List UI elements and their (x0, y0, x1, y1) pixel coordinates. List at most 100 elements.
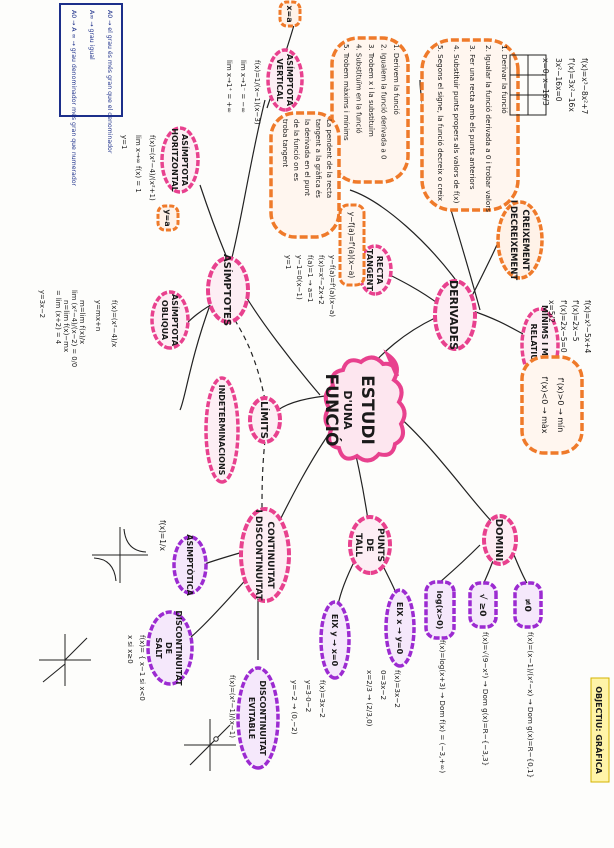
branch-limits-label: LÍMITS (258, 401, 271, 439)
node-indeterminacions[interactable]: INDETERMINACIONS (206, 378, 238, 482)
formula-line: f'(x)=2x−5 (571, 300, 580, 342)
node-ao-1: ASÍMPTOTA (170, 294, 181, 347)
branch-continuitat-label-2: I DISCONTINUITAT (253, 509, 263, 601)
branch-domini[interactable]: DOMINI (484, 516, 516, 564)
branch-punts-tall-1: PUNTS (375, 528, 385, 562)
formula-line: y=−2 → (0,−2) (290, 680, 299, 735)
branch-punts-tall-3: TALL (353, 533, 363, 557)
max-min-line-2: f'(x)<0 → màx (540, 376, 549, 433)
node-eix-x[interactable]: EIX x → y=0 (386, 590, 414, 666)
formula-line: f(x)=1/(x−1)(x−3) (253, 60, 261, 125)
formula-line: f(x)=(x²−4)/(x²+1) (148, 135, 156, 201)
formula-line: f'(x)=3x²−16x (567, 58, 576, 112)
node-dom-sqrt-label: √ ≥0 (477, 594, 488, 617)
formula-line: f(x)= { x−1 si x<0 (138, 635, 146, 701)
blue-box-line: A0 → A ∞ → grau denominador més gran que… (70, 10, 78, 187)
tangent-text-line: troba tangent (281, 119, 289, 167)
branch-punts-tall-2: DE (364, 538, 374, 552)
formula-line: y=1 (120, 135, 128, 149)
node-indet-label: INDETERMINACIONS (217, 385, 226, 476)
formula-line: f(x)=(x²−4)/x (110, 300, 118, 347)
note-max-min: f'(x)>0 → mín f'(x)<0 → màx (522, 357, 582, 453)
formula-line: y−1=0(x−1) (295, 255, 303, 300)
formula-line: lim x→∞ f(x) = 1 (134, 135, 142, 193)
node-asimptota-horitzontal[interactable]: ASÍMPTOTA HORITZONTAL (162, 128, 198, 192)
note-creix-steps: 1. Derivar la funció 2. Igualar la funció… (422, 40, 518, 212)
node-salt-1: DISCONTINUITAT (174, 610, 183, 686)
formula-line: m=lim f(x)/x (78, 300, 86, 344)
node-discontinuitat-salt[interactable]: DISCONTINUITAT DE SALT (148, 610, 192, 686)
formula-line: 3x²−16x=0 (554, 58, 563, 102)
node-ah-2: HORITZONTAL (170, 128, 179, 192)
node-creixement-2: I DECREIXEMENT (508, 200, 518, 280)
node-x-eq-a[interactable]: x=a (280, 2, 300, 26)
min-steps-line: 5. Trobem màxims i mínims (342, 44, 350, 141)
formula-line: f(a)=1 → a=1 (306, 255, 314, 302)
formula-line: f(x)=x²−2x+2 (317, 255, 325, 305)
node-salt-2: DE (164, 642, 173, 654)
node-asimptota-vertical[interactable]: ASÍMPTOTA VERTICAL (268, 50, 302, 110)
formula-line: f'(x)=2x−5=0 (559, 300, 568, 353)
node-evitable-1: DISCONTINUITAT (258, 680, 267, 756)
node-evitable-2: EVITABLE (247, 697, 256, 739)
max-min-line-1: f'(x)>0 → mín (556, 378, 565, 433)
formula-line: f(x)=log(x+3) → Dom f(x) = (−3,+∞) (438, 640, 447, 773)
formula-line: y=mx+n (94, 300, 102, 331)
blue-box-lines: A0 → el grau és més gran que el denomina… (70, 10, 114, 187)
node-creixement-1: CREIXEMENT (520, 209, 530, 270)
branch-limits[interactable]: LÍMITS (250, 398, 280, 442)
note-tangent-formula: y−f(a)=f'(a)(x−a) (340, 205, 364, 285)
node-salt-3: SALT (154, 637, 163, 659)
tangent-formula: y−f(a)=f'(a)(x−a) (347, 212, 356, 278)
node-ah-1: ASÍMPTOTA (180, 134, 191, 187)
node-creixement[interactable]: CREIXEMENT I DECREIXEMENT (498, 200, 542, 280)
node-av-1: ASÍMPTOTA (285, 54, 296, 107)
formula-line: f(x)=x³−5x+4 (583, 300, 592, 353)
node-dom-sqrt[interactable]: √ ≥0 (470, 583, 496, 627)
branch-domini-label: DOMINI (493, 519, 504, 562)
node-asimptota-obliqua[interactable]: ASÍMPTOTA OBLIQUA (152, 292, 188, 348)
node-dom-frac[interactable]: ≠0 (515, 583, 541, 627)
formula-line: 0=3x−2 (379, 670, 388, 700)
node-y-eq-a-label: y=a (163, 209, 172, 226)
creix-steps-line: 1. Derivar la funció (500, 45, 509, 114)
formula-line: f(x)=(x²−1)/(x−1) (228, 675, 236, 738)
center-title-2: D'UNA (341, 390, 354, 430)
node-dom-frac-label: ≠0 (522, 598, 532, 612)
tangent-text-line: La pendent de la recta (325, 119, 333, 198)
node-asimptotica-label: ASIMPTÒTICA (185, 534, 196, 596)
branch-derivades[interactable]: DERIVADES (435, 280, 475, 350)
formula-line: x si x≥0 (126, 635, 134, 664)
formula-line: = lim (x+2) = 4 (54, 290, 62, 344)
formula-line: f(x)=x³−8x²+7 (580, 58, 589, 114)
node-eix-y[interactable]: EIX y → x=0 (321, 602, 349, 678)
creix-steps-line: 2. Igualar la funció derivada a 0 i trob… (484, 45, 493, 212)
formula-line: f(x)=1/x (158, 520, 167, 552)
branch-continuitat[interactable]: CONTINUITAT I DISCONTINUITAT (241, 509, 289, 601)
creix-steps-line: 3. Fer una recta amb els punts anteriors (468, 45, 477, 190)
center-title-3: FUNCIÓ (321, 374, 343, 447)
min-steps-line: 2. Igualem la funció derivada a 0 (380, 44, 388, 159)
node-dom-log-label: log(x>0) (435, 591, 444, 630)
node-tangent-2: TANGENT (365, 249, 374, 291)
branch-derivades-label: DERIVADES (447, 280, 460, 350)
node-eix-y-label: EIX y → x=0 (330, 614, 339, 667)
center-node[interactable]: ESTUDI D'UNA FUNCIÓ (321, 355, 405, 461)
node-discontinuitat-evitable[interactable]: DISCONTINUITAT EVITABLE (238, 668, 278, 768)
note-min-steps: 1. Derivem la funció2. Igualem la funció… (332, 38, 408, 182)
tangent-text-line: de la funció on es (292, 119, 300, 181)
objective-text: OBJECTIU: GRÀFICA (594, 686, 605, 774)
formula-line: x=2/3 → (2/3,0) (365, 670, 374, 727)
node-asimptotica[interactable]: ASIMPTÒTICA (174, 534, 206, 596)
formula-line: y−f(a)=f'(a)(x−a) (328, 255, 336, 317)
node-dom-log[interactable]: log(x>0) (426, 582, 454, 638)
blue-box-line: A0 → el grau és més gran que el denomina… (106, 10, 114, 154)
branch-asimptotes[interactable]: ASÍMPTOTES (208, 254, 248, 326)
formula-line: x=5/2 (547, 300, 556, 323)
formula-line: f(x)=(x−1)/(x²−x) → Dom g(x)=R−{0,1} (526, 632, 535, 778)
node-tangent-1: RECTA (375, 256, 384, 285)
node-y-eq-a[interactable]: y=a (158, 206, 178, 230)
branch-punts-tall[interactable]: PUNTS DE TALL (350, 517, 390, 573)
